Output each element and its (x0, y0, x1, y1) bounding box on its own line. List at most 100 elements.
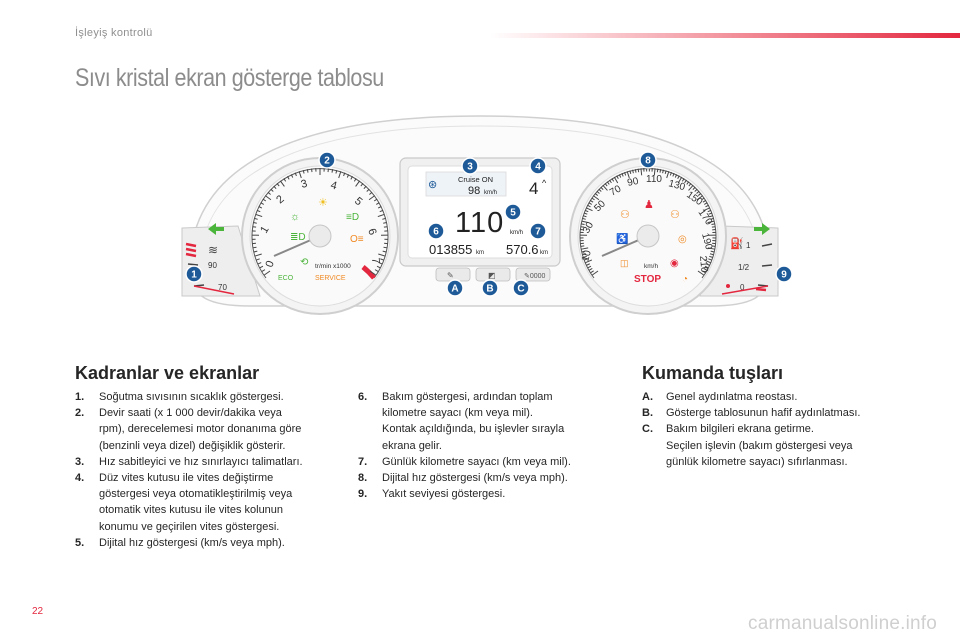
dial-tick (255, 213, 263, 218)
dial-tick (637, 168, 640, 173)
dial-tick (353, 178, 357, 182)
dial-tick (662, 169, 664, 174)
callout-label: B (486, 284, 493, 295)
button-c[interactable] (515, 267, 551, 282)
dial-tick (581, 247, 589, 250)
headlight-icon: ☼ (290, 211, 300, 223)
dial-tick (581, 250, 586, 253)
dial-tick (710, 217, 714, 220)
dial-tick (380, 258, 384, 261)
dial-tick (584, 209, 589, 213)
dial-tick (590, 270, 594, 274)
callout-badge (427, 222, 445, 240)
dial-tick (376, 202, 380, 205)
speedo-tick-label: 210 (697, 255, 709, 273)
dial-tick (709, 255, 713, 258)
dial-tick (369, 270, 376, 276)
coolant-icon: ≋ (208, 243, 218, 257)
dial-tick (264, 270, 271, 276)
dial-tick (653, 168, 656, 176)
dial-tick (703, 268, 707, 271)
item-text: Genel aydınlatma reostası. (666, 391, 798, 403)
list-item: 9.Yakıt seviyesi göstergesi. (358, 486, 620, 502)
fuel-gauge-tick: 1/2 (738, 263, 750, 272)
tach-tick-label: 3 (300, 178, 309, 191)
dial-tick (252, 246, 257, 249)
dial-tick (611, 178, 615, 182)
dial-tick (294, 172, 297, 177)
dial-tick (260, 202, 264, 205)
item-text: konumu ve geçirilen vites göstergesi. (99, 520, 280, 533)
item-text: Dijital hız göstergesi (km/s veya mph). (99, 536, 285, 549)
dial-tick (709, 253, 714, 256)
gear-up-icon: ^ (542, 178, 547, 188)
dial-tick (346, 174, 350, 178)
page-number: 22 (32, 606, 44, 617)
item-number: 7. (358, 455, 368, 468)
dial-tick (379, 209, 384, 213)
eco-label: ECO (278, 275, 294, 282)
callout-badge (446, 279, 464, 297)
dial-tick (256, 258, 260, 261)
dial-tick (257, 262, 262, 265)
item-text: Kontak açıldığında, bu işlevler sırayla (382, 423, 565, 436)
instrument-cluster-illustration: 90 70 ≋ 1 1/2 0 ⛽ 0 1 2 3 4 5 6 7 ☼ ☀ ≡D… (150, 108, 810, 338)
oil-icon: ◫ (620, 258, 629, 268)
callout-badge (504, 203, 522, 221)
fuel-gauge-needle (721, 285, 769, 295)
tach-tick-label: 7 (369, 257, 381, 264)
dial-tick (677, 175, 680, 179)
dial-tick (279, 180, 285, 187)
dial-tick (287, 176, 290, 180)
callout-label: C (517, 284, 524, 295)
callout-label: 4 (535, 162, 541, 173)
callout-label: 3 (467, 162, 473, 173)
dial-tick (598, 188, 602, 192)
dial-tick (302, 169, 305, 174)
item-number: 4. (75, 472, 85, 485)
dial-tick (684, 179, 687, 184)
dial-tick (363, 185, 367, 190)
digital-speed: 110 (455, 207, 504, 239)
dial-tick (383, 222, 387, 224)
callout-badge (639, 151, 657, 169)
speedo-tick-label: 190 (699, 232, 714, 251)
dial-tick (283, 178, 287, 182)
trip-value: 570.6 (506, 242, 539, 257)
rear-fog-icon: O≡ (350, 234, 364, 245)
callout-label: 6 (433, 227, 439, 238)
turn-signal-left-icon (208, 223, 224, 235)
dial-tick (696, 190, 700, 194)
temp-gauge-tick: 70 (218, 283, 227, 292)
fuel-warning-icon (726, 284, 730, 288)
dial-tick (273, 185, 277, 190)
dial-tick (674, 174, 678, 178)
trip-unit: km (540, 250, 548, 256)
dial-tick (708, 258, 712, 261)
item-text: Seçilen işlevin (bakım göstergesi veya (666, 439, 853, 452)
dial-tick (711, 245, 716, 247)
dial-tick (602, 184, 608, 191)
tach-tick-label: 1 (258, 224, 271, 235)
dial-tick (366, 188, 370, 192)
dial-tick (702, 199, 707, 203)
odometer-unit: km (476, 250, 484, 256)
dial-tick (350, 176, 353, 180)
dial-tick (360, 183, 364, 187)
service-label: SERVICE (315, 275, 346, 282)
dial-tick (606, 181, 610, 185)
dial-tick (589, 268, 593, 271)
dial-tick (604, 183, 608, 187)
dial-tick (681, 178, 685, 182)
tachometer: 0 1 2 3 4 5 6 7 ☼ ☀ ≡D ≣D O≡ ⟲ ECO tr/mi… (241, 157, 399, 315)
front-fog-icon: ≡D (346, 212, 359, 223)
odometer-value: 013855 (429, 242, 472, 257)
digital-speed-unit: km/h (510, 230, 523, 236)
dial-tick (261, 269, 266, 272)
dial-tick (707, 209, 712, 213)
item-text: Düz vites kutusu ile vites değiştirme (99, 472, 274, 485)
dial-tick (368, 195, 376, 201)
control-buttons: ✎ ◩ ✎0000 (435, 267, 551, 282)
dial-tick (694, 188, 698, 192)
